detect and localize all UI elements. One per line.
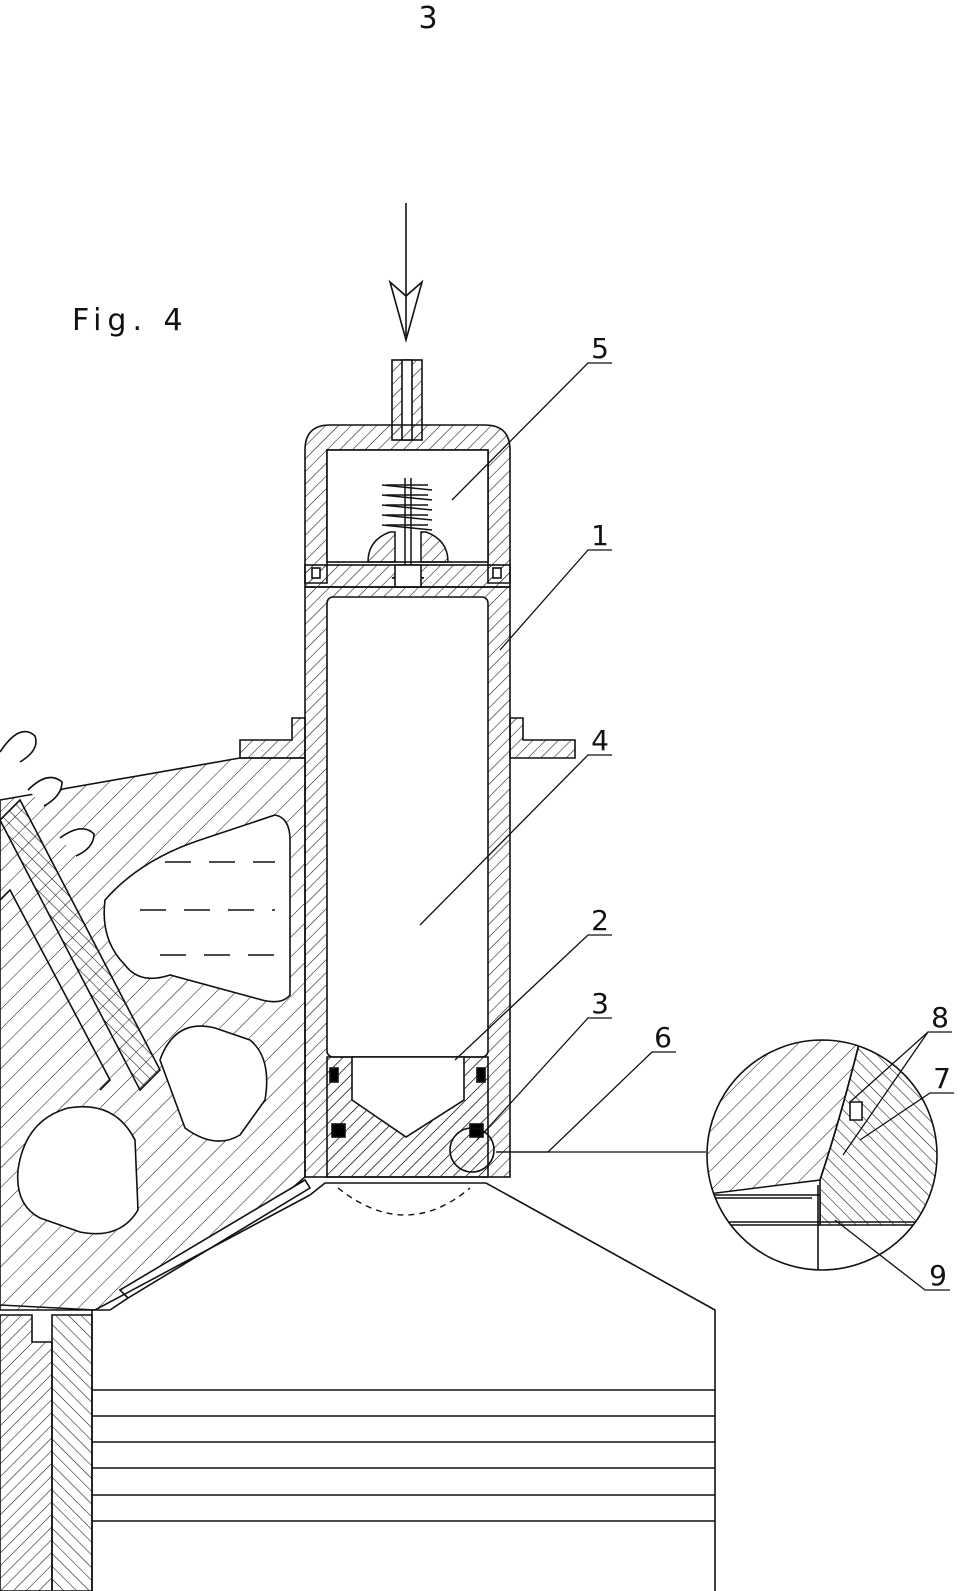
part-label-9: 9: [929, 1259, 947, 1292]
detail-marker-circle: [449, 1127, 495, 1173]
dashed-recess: [337, 1187, 471, 1216]
valve-spring: [381, 484, 433, 531]
piston: [326, 1056, 495, 1178]
inlet-arrow-icon: [388, 203, 424, 344]
part-label-3: 3: [591, 987, 609, 1020]
part-label-1: 1: [591, 519, 609, 552]
upper-seal-left: [329, 1067, 339, 1083]
valve-plate: [304, 564, 511, 588]
part-label-6: 6: [654, 1021, 672, 1054]
part-label-2: 2: [591, 904, 609, 937]
valve-head: [118, 1178, 312, 1300]
exhaust-port: [16, 1105, 139, 1235]
intake-port: [159, 1025, 268, 1142]
leader-lines: [419, 362, 954, 1291]
cap-housing: [304, 424, 511, 584]
cylinder-liner: [0, 1314, 93, 1591]
coolant-dashes: [140, 861, 275, 956]
page-number: 3: [418, 1, 437, 36]
piston-rings: [92, 1389, 715, 1522]
part-label-7: 7: [933, 1062, 951, 1095]
figure-label: Fig. 4: [72, 303, 189, 338]
coolant-cavity: [103, 814, 291, 1003]
part-label-5: 5: [591, 332, 609, 365]
part-label-4: 4: [591, 724, 609, 757]
detail-view: [706, 1039, 938, 1271]
cylinder-head: [0, 730, 312, 1311]
lower-seal-left: [331, 1123, 346, 1138]
upper-seal-right: [476, 1067, 486, 1083]
valve-guide: [0, 798, 161, 1092]
part-label-8: 8: [931, 1001, 949, 1034]
